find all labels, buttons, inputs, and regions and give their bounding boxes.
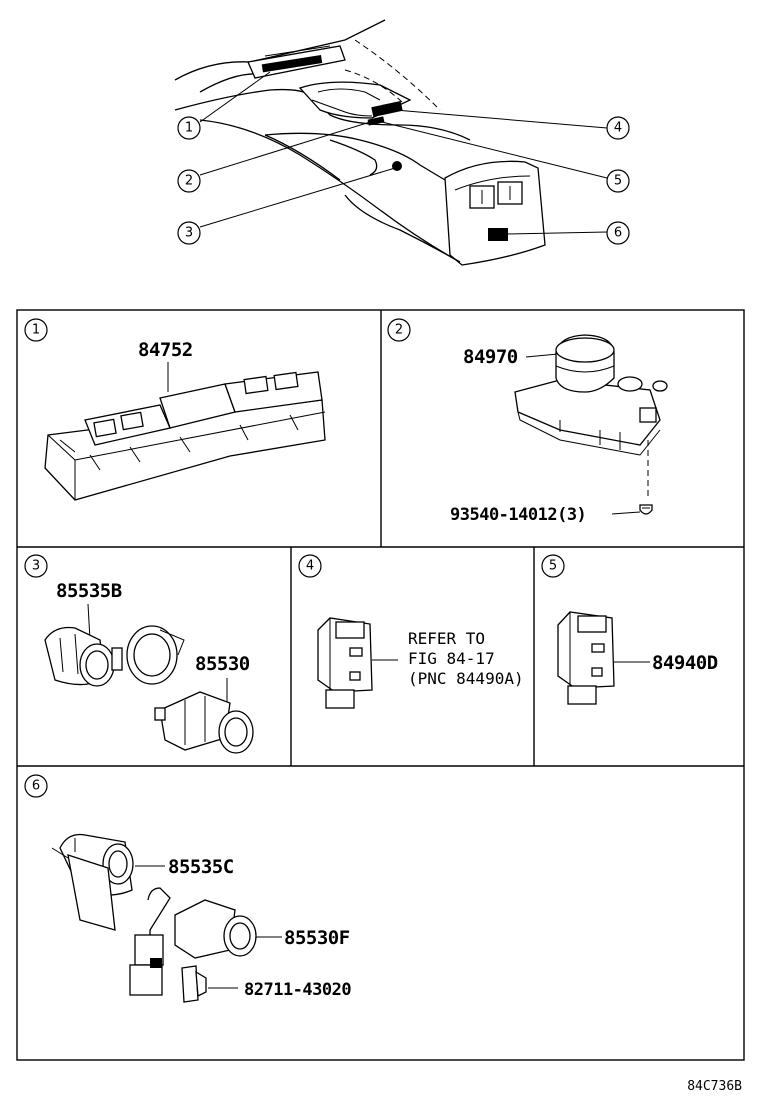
panel-6: 6 85535C 85530F 82711-43020 bbox=[24, 774, 352, 1003]
panel-4-note-line3: (PNC 84490A) bbox=[408, 669, 524, 688]
panel-3: 3 85535B 85530 bbox=[24, 554, 254, 754]
window-switch-panel-illustration bbox=[44, 371, 326, 501]
socket-with-cap-illustration bbox=[44, 625, 185, 687]
overview-callout-1: 1 bbox=[177, 116, 201, 140]
overview-callout-3-label: 3 bbox=[185, 226, 193, 241]
overview-callout-1-label: 1 bbox=[185, 121, 193, 136]
panel-1: 1 84752 bbox=[24, 318, 326, 501]
panel-4-number: 4 bbox=[306, 559, 314, 574]
panel-3-part-a: 85535B bbox=[56, 580, 122, 602]
panel-4: 4 REFER TO FIG 84-17 (PNC 84490A) bbox=[298, 554, 524, 709]
cigarette-lighter-illustration bbox=[154, 691, 254, 754]
overview-callout-6-label: 6 bbox=[614, 226, 622, 241]
overview-callout-6: 6 bbox=[606, 221, 630, 245]
panel-6-number: 6 bbox=[32, 779, 40, 794]
figure-code: 84C736B bbox=[687, 1079, 742, 1094]
panel-3-number: 3 bbox=[32, 559, 40, 574]
overview-callout-4-label: 4 bbox=[614, 121, 622, 136]
panel-5: 5 84940D bbox=[541, 554, 718, 705]
panel-5-part-number: 84940D bbox=[652, 652, 718, 674]
panel-3-part-b: 85530 bbox=[195, 653, 250, 675]
overview-leaders bbox=[199, 71, 608, 235]
panel-6-part-a: 85535C bbox=[168, 856, 234, 878]
panel-grid bbox=[16, 309, 745, 1061]
panel-6-part-c: 82711-43020 bbox=[244, 980, 351, 1000]
panel-2-number: 2 bbox=[395, 323, 403, 338]
overview-callout-3: 3 bbox=[177, 221, 201, 245]
panel-5-number: 5 bbox=[549, 559, 557, 574]
switch-4-illustration bbox=[317, 617, 373, 709]
console-overview-illustration bbox=[174, 19, 546, 266]
switch-5-illustration bbox=[557, 611, 615, 705]
panel-4-note-line1: REFER TO bbox=[408, 629, 485, 648]
socket-with-lid-illustration bbox=[51, 833, 134, 931]
clip-icon bbox=[181, 965, 207, 1003]
panel-1-part-number: 84752 bbox=[138, 339, 193, 361]
overview-callout-2: 2 bbox=[177, 169, 201, 193]
panel-2-screw-part-number: 93540-14012(3) bbox=[450, 505, 586, 525]
overview-callout-2-label: 2 bbox=[185, 174, 193, 189]
panel-6-part-b: 85530F bbox=[284, 927, 350, 949]
lighter-socket-with-harness-illustration bbox=[129, 887, 257, 996]
panel-1-number: 1 bbox=[32, 323, 40, 338]
panel-2-part-number: 84970 bbox=[463, 346, 518, 368]
overview-callout-4: 4 bbox=[606, 116, 630, 140]
screw-icon bbox=[639, 504, 653, 515]
panel-4-note-line2: FIG 84-17 bbox=[408, 649, 495, 668]
switch-knob-illustration bbox=[514, 334, 668, 456]
overview-callout-5-label: 5 bbox=[614, 174, 622, 189]
panel-2: 2 84970 93540-14012(3) bbox=[387, 318, 668, 525]
overview-callout-5: 5 bbox=[606, 169, 630, 193]
